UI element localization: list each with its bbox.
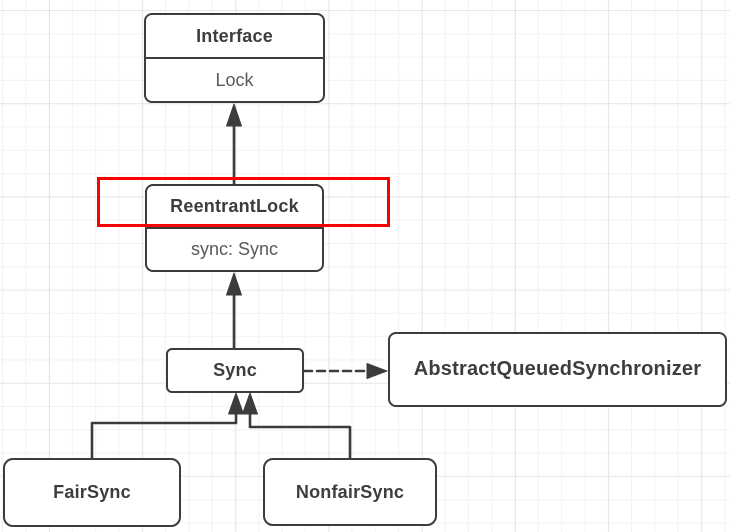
class-node-reentrantlock[interactable]: ReentrantLock sync: Sync <box>145 184 324 272</box>
class-node-nonfairsync[interactable]: NonfairSync <box>263 458 437 526</box>
class-node-interface-lock[interactable]: Interface Lock <box>144 13 325 103</box>
class-title: FairSync <box>53 482 131 502</box>
edge-line[interactable] <box>90 408 238 460</box>
edge-reentrantlock-extends-lock[interactable] <box>226 103 242 186</box>
class-node-fairsync[interactable]: FairSync <box>3 458 181 527</box>
class-attribute-compartment: Lock <box>146 57 323 101</box>
class-attribute: sync: Sync <box>190 239 279 259</box>
class-title-compartment: Interface <box>146 15 323 57</box>
edge-sync-extends-reentrantlock[interactable] <box>226 272 242 350</box>
arrowhead-up-icon[interactable] <box>242 392 258 415</box>
arrowhead-up-icon[interactable] <box>226 103 242 127</box>
class-node-sync[interactable]: Sync <box>166 348 304 393</box>
edge-fairsync-extends-sync[interactable] <box>90 392 244 460</box>
class-title-compartment: ReentrantLock <box>147 186 322 227</box>
class-title: NonfairSync <box>295 481 405 502</box>
class-attribute-compartment: sync: Sync <box>147 227 322 270</box>
class-title: Interface <box>196 25 273 46</box>
class-title: AbstractQueuedSynchronizer <box>413 358 702 380</box>
edge-nonfairsync-extends-sync[interactable] <box>242 392 352 460</box>
arrowhead-up-icon[interactable] <box>226 272 242 296</box>
class-attribute: Lock <box>215 69 254 90</box>
class-title: ReentrantLock <box>170 196 299 216</box>
edge-line[interactable] <box>248 408 352 460</box>
arrowhead-up-icon[interactable] <box>228 392 244 415</box>
edge-sync-uses-aqs[interactable] <box>302 363 388 379</box>
class-title: Sync <box>213 360 257 380</box>
arrowhead-right-icon[interactable] <box>366 363 388 379</box>
class-node-abstractqueuedsynchronizer[interactable]: AbstractQueuedSynchronizer <box>388 332 727 407</box>
